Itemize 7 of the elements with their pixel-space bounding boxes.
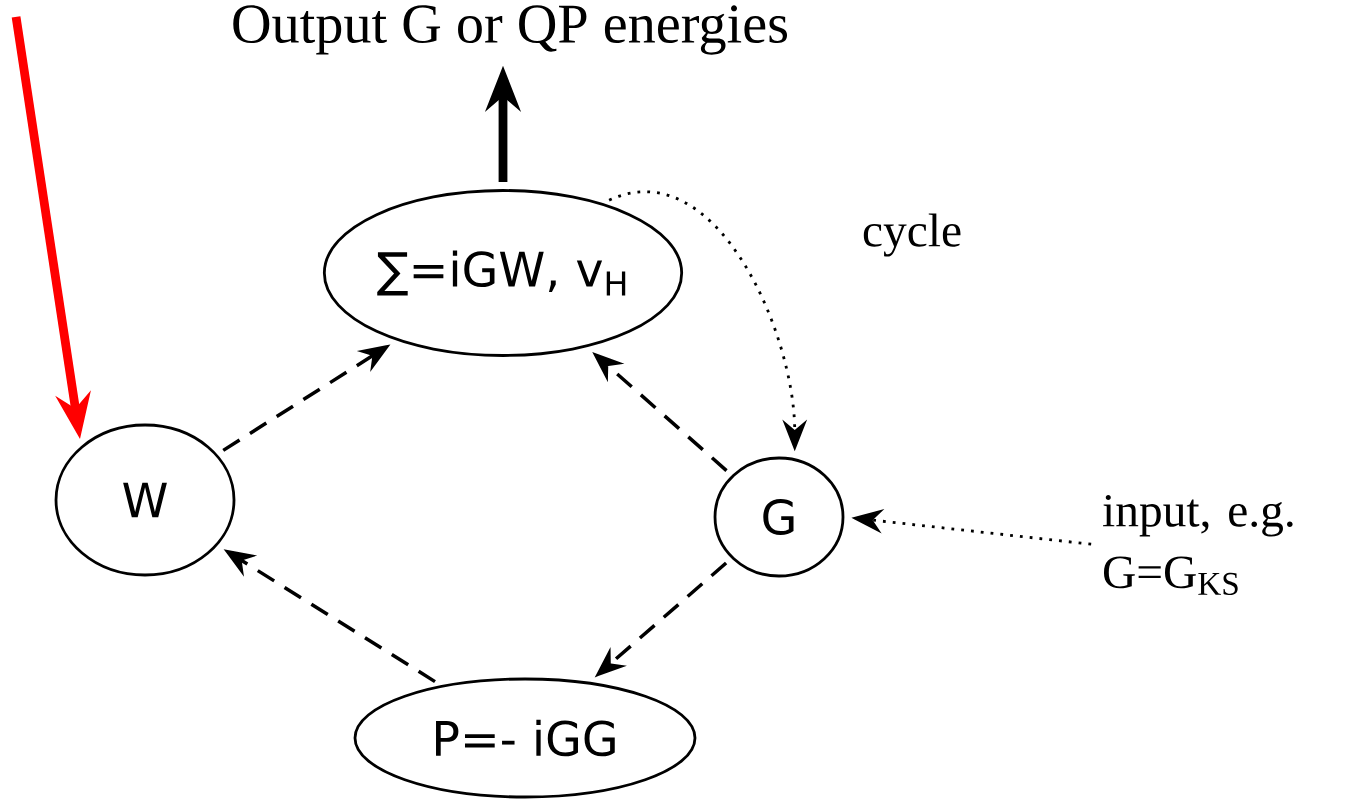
ellipse-node: P=- iGG [353,677,697,799]
circle-node: G [713,456,845,578]
edge-label: cycle [858,209,966,261]
ellipse-node: ∑=iGW, v$_{H}$ [322,189,684,357]
circle-node: W [54,423,236,577]
output-text: Output G or QP energies [233,5,788,55]
input-text: input, e.g. G=G$_{KS}$ [1103,494,1293,596]
